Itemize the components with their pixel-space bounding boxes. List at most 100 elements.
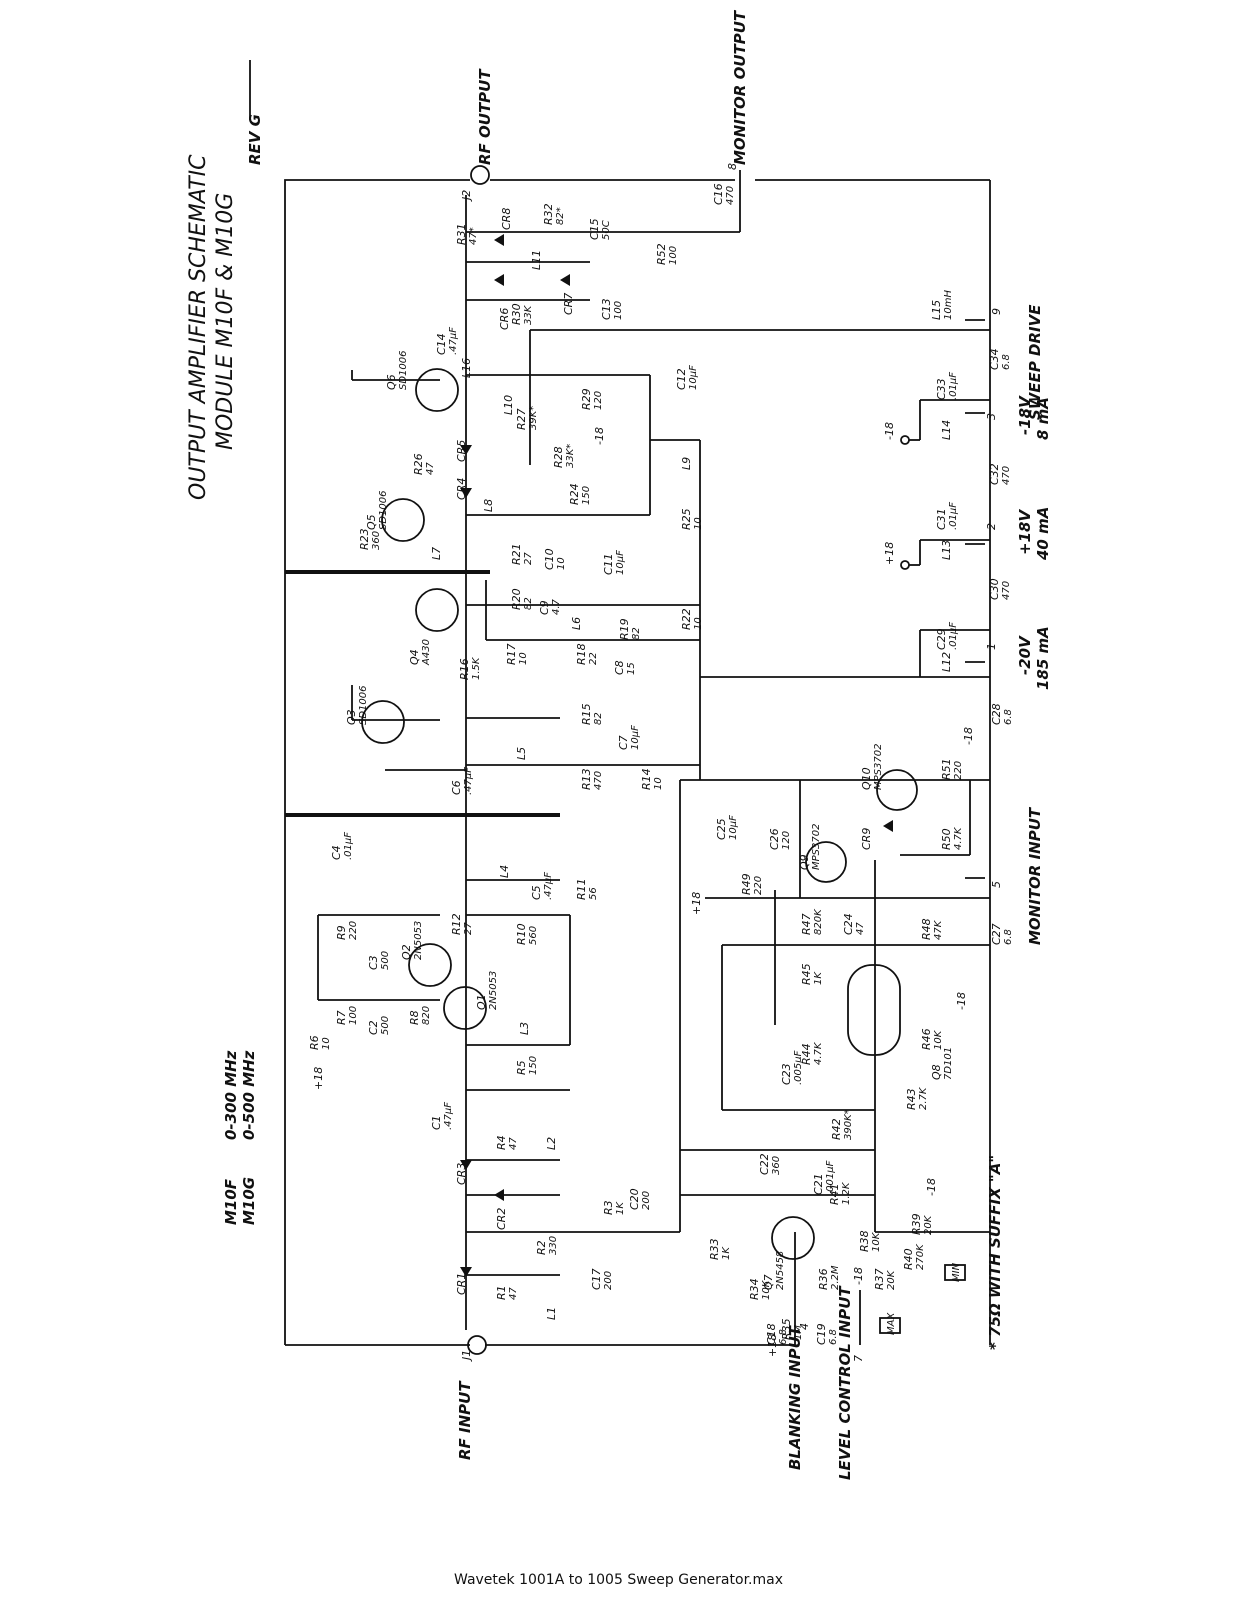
l8-designator: L8 [482,499,495,512]
q6-value: SD1006 [398,351,409,391]
c32-designator: C32 [988,463,1001,485]
r16-value: 1.5K [471,656,482,680]
c21-value: .001µF [825,1160,836,1195]
c9-designator: C9 [538,600,551,615]
r22-designator: R22 [680,608,693,630]
q5-designator: Q5 [365,514,378,530]
r30-designator: R30 [510,303,523,325]
r24-designator: R24 [568,483,581,505]
r16-designator: R16 [458,658,471,680]
r33-value: 1K [721,1246,732,1260]
r2-value: 330 [548,1236,559,1255]
q6-designator: Q6 [385,374,398,390]
rail-minus18-r39: -18 [925,1178,938,1196]
r5-value: 150 [528,1056,539,1075]
r15-value: 82 [593,712,604,725]
j1-designator: J1 [460,1350,473,1362]
r45-value: 1K [813,971,824,985]
r10-value: 560 [528,926,539,945]
r17-designator: R17 [505,643,518,665]
c23-designator: C23 [780,1063,793,1085]
transistor-q5 [381,498,425,542]
supply-minus18-current: 8 mA [1034,397,1052,440]
c32-value: 470 [1001,466,1012,485]
r9-designator: R9 [335,925,348,940]
r44-value: 4.7K [813,1041,824,1065]
r2-designator: R2 [535,1240,548,1255]
r47-designator: R47 [800,913,813,935]
range-m10f: 0-300 MHz [222,1050,240,1140]
schematic-title: OUTPUT AMPLIFIER SCHEMATIC [186,154,211,500]
supply-decoupling [900,319,990,879]
transistor-q10 [876,769,918,811]
r7-value: 100 [348,1006,359,1025]
c27-designator: C27 [990,923,1003,945]
title-block: OUTPUT AMPLIFIER SCHEMATIC MODULE M10F &… [186,60,264,1225]
r20-value: 82 [523,597,534,610]
c30-designator: C30 [988,578,1001,600]
supply-plus18-current: 40 mA [1034,507,1052,561]
c9-value: 4.7 [551,598,562,615]
r30-value: 33K [523,304,534,325]
cr9-designator: CR9 [860,828,873,850]
c29-value: .01µF [948,622,959,650]
r50-value: 4.7K [953,826,964,850]
r45-designator: R45 [800,963,813,985]
l4-designator: L4 [498,865,511,878]
r27-value: 39K* [528,406,539,430]
c13-designator: C13 [600,298,613,320]
supply-minus20-current: 185 mA [1034,626,1052,690]
revision-label: REV G [246,114,264,165]
r26-designator: R26 [412,453,425,475]
r28-designator: R28 [552,446,565,468]
q10-designator: Q10 [860,767,873,790]
transistor-q6 [415,368,459,412]
l6-designator: L6 [570,617,583,630]
footnote: * 75Ω WITH SUFFIX "A" [986,1155,1004,1350]
r32-designator: R32 [542,203,555,225]
r32-value: 82* [555,207,566,225]
transistor-q2 [408,943,452,987]
l1-designator: L1 [545,1307,558,1320]
c17-value: 200 [603,1271,614,1290]
l16-designator: L16 [460,358,473,378]
supply-plus18-voltage: +18V [1016,509,1034,555]
q8-value: 7D101 [943,1047,954,1080]
c22-value: 360 [771,1156,782,1175]
c24-value: 47 [855,922,866,935]
r14-value: 10 [653,777,664,790]
range-m10g: 0-500 MHz [240,1050,258,1140]
cr5-designator: CR5 [455,440,468,462]
r34-designator: R34 [748,1278,761,1300]
sweep-drive-label: SWEEP DRIVE [1026,304,1044,420]
cr6-designator: CR6 [498,308,511,330]
c7-value: 10µF [630,725,641,750]
c15-value: 50C [601,220,612,240]
r33-designator: R33 [708,1238,721,1260]
r36-value: 2.2M [830,1265,841,1290]
control-section: MIN MAX [679,779,990,1345]
r26-value: 47 [425,462,436,475]
c6-value: .47µF [463,767,474,795]
c23-value: .005µF [793,1050,804,1085]
c8-designator: C8 [613,660,626,675]
r25-designator: R25 [680,508,693,530]
rf-output-label: RF OUTPUT [476,68,494,165]
r52-designator: R52 [655,243,668,265]
r49-value: 220 [753,876,764,895]
r20-designator: R20 [510,588,523,610]
r38-designator: R38 [858,1230,871,1252]
r11-designator: R11 [575,878,588,900]
rail-minus18-bias: -18 [883,422,896,440]
pin-4: 4 [798,1323,811,1330]
c15-designator: C15 [588,218,601,240]
diodes [460,234,893,1277]
r4-designator: R4 [495,1135,508,1150]
pin-labels: 1 2 3 4 5 7 8 9 [726,163,1003,1362]
c5-value: .47µF [543,872,554,900]
l11-designator: L11 [530,250,543,270]
r19-designator: R19 [618,618,631,640]
rail-plus18-q-stage: +18 [312,1067,325,1090]
frame [284,179,991,1346]
